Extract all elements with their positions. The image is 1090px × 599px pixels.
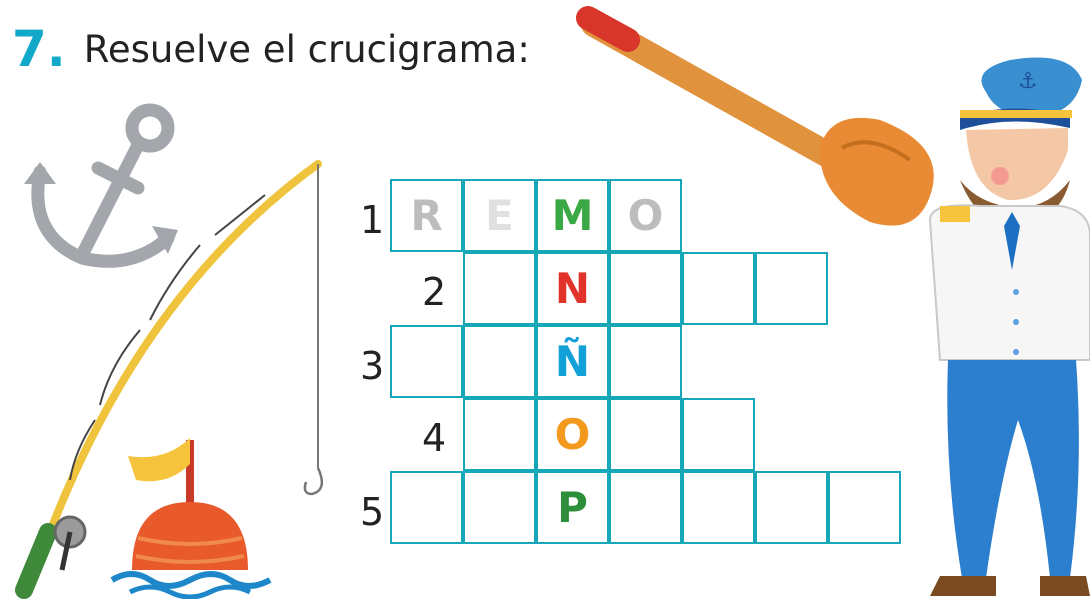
crossword-cell-key[interactable]: P xyxy=(536,471,609,544)
crossword-cell[interactable] xyxy=(390,325,463,398)
captain-icon: ⚓ xyxy=(928,57,1090,596)
buoy-icon xyxy=(110,438,272,599)
fishing-rod-icon xyxy=(15,160,324,599)
crossword-cell-key[interactable]: O xyxy=(536,398,609,471)
crossword-cell[interactable] xyxy=(682,398,755,471)
crossword-cell-key[interactable]: M xyxy=(536,179,609,252)
crossword-cell-key[interactable]: Ñ xyxy=(536,325,609,398)
crossword-cell[interactable] xyxy=(463,325,536,398)
crossword-cell[interactable] xyxy=(463,471,536,544)
row-number-1: 1 xyxy=(360,198,385,242)
crossword-cell[interactable] xyxy=(828,471,901,544)
crossword-cell-key[interactable]: N xyxy=(536,252,609,325)
crossword-cell[interactable]: R xyxy=(390,179,463,252)
svg-text:⚓: ⚓ xyxy=(1018,69,1038,94)
crossword-cell[interactable] xyxy=(682,252,755,325)
row-number-2: 2 xyxy=(422,270,447,314)
row-number-5: 5 xyxy=(360,490,385,534)
crossword-cell[interactable] xyxy=(609,252,682,325)
oar-icon xyxy=(576,6,934,226)
crossword-cell[interactable] xyxy=(609,398,682,471)
crossword-cell[interactable] xyxy=(609,325,682,398)
crossword-cell[interactable] xyxy=(390,471,463,544)
crossword-cell[interactable] xyxy=(682,471,755,544)
exercise-title: 7. Resuelve el crucigrama: xyxy=(12,14,530,84)
crossword-cell[interactable] xyxy=(609,471,682,544)
row-number-4: 4 xyxy=(422,416,447,460)
crossword-cell[interactable] xyxy=(755,252,828,325)
anchor-icon xyxy=(24,103,178,268)
crossword-cell[interactable]: O xyxy=(609,179,682,252)
crossword-cell[interactable] xyxy=(755,471,828,544)
crossword-cell[interactable] xyxy=(463,398,536,471)
crossword-cell[interactable]: E xyxy=(463,179,536,252)
exercise-number: 7. xyxy=(12,20,66,78)
crossword-cell[interactable] xyxy=(463,252,536,325)
exercise-instruction: Resuelve el crucigrama: xyxy=(83,27,530,71)
row-number-3: 3 xyxy=(360,344,385,388)
